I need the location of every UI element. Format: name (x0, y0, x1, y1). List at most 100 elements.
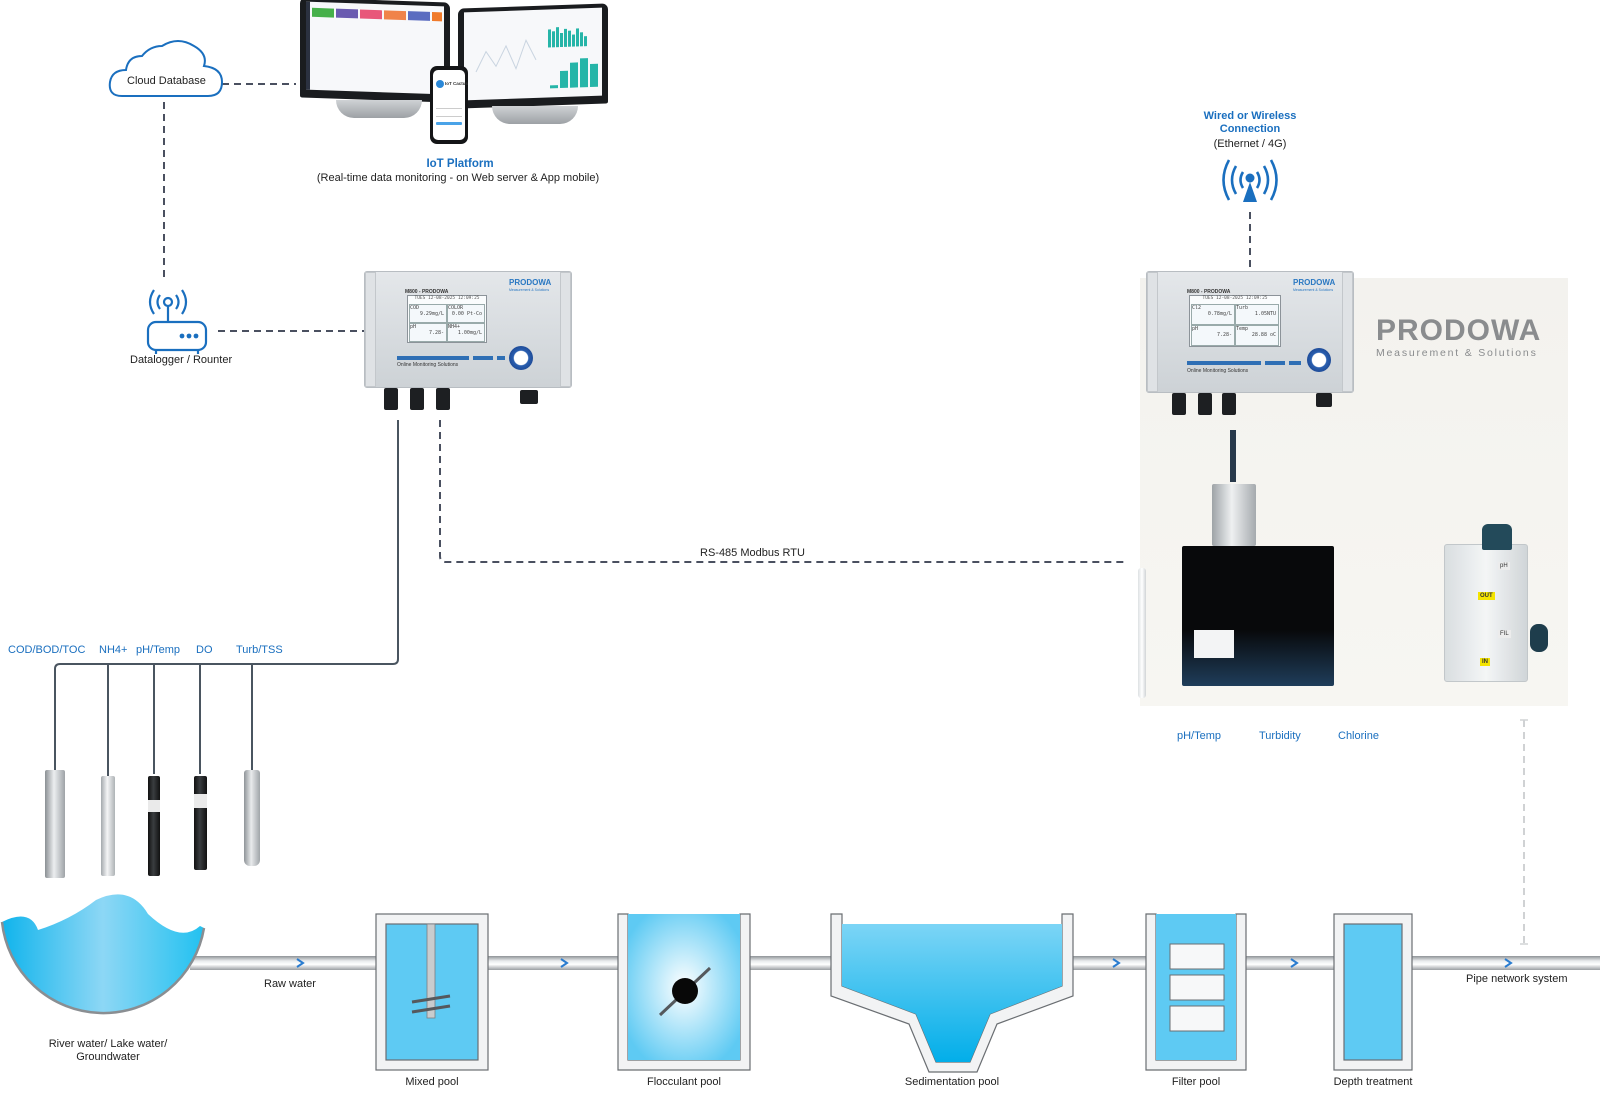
stage-label: Sedimentation pool (904, 1076, 1000, 1088)
inlet-tube (1138, 568, 1146, 698)
iot-platform-monitors: IoT Cactus (296, 0, 618, 145)
lcd-cell: pH 7.28- (409, 323, 447, 342)
phone-login-button (436, 122, 462, 125)
kpi-card (312, 7, 334, 18)
phone-app-name: IoT Cactus (445, 81, 469, 86)
controller-side-cap (1147, 272, 1158, 392)
sedimentation-pool-tank (830, 913, 1074, 1073)
probe-label: COD/BOD/TOC (8, 644, 86, 656)
kpi-card (432, 11, 442, 22)
probe-turb-tss (244, 770, 260, 866)
probe-cable-bus (54, 420, 399, 770)
app-logo-icon (436, 80, 444, 88)
lcd-cell-name: pH (1192, 326, 1199, 332)
flow-arrow-icon (276, 958, 305, 968)
rs485-line (439, 420, 1128, 563)
lcd-cell-name: COLOR (448, 305, 464, 311)
lcd-cell-value: 0.00 Pt-Co (451, 311, 482, 317)
controller-brand: PRODOWA (509, 278, 552, 287)
wireless-subtitle: (Ethernet / 4G) (1213, 138, 1287, 150)
lcd-datetime: TUES 12-08-2025 12:09:25 (414, 296, 480, 301)
upload-arrow-icon (424, 195, 494, 261)
router-led (179, 333, 185, 339)
lcd-cell: Turb 1.05NTU (1235, 304, 1279, 325)
decor-bar (1289, 361, 1301, 365)
lcd-cell-name: NH4+ (448, 324, 461, 330)
lake-rim (0, 921, 206, 1015)
lcd-datetime: TUES 12-08-2025 12:09:25 (1202, 296, 1268, 301)
controller-right: M800 - PRODOWA PRODOWA Measurement & Sol… (1146, 271, 1354, 393)
wireless-title: Wired or Wireless Connection (1180, 110, 1320, 136)
lcd-cell-name: Temp (1236, 326, 1249, 332)
router-led (186, 333, 192, 339)
probe-label-tag (194, 794, 207, 808)
iot-platform-title: IoT Platform (426, 158, 494, 170)
controller-side-cap (1342, 272, 1353, 392)
decor-bar (1187, 361, 1261, 365)
controller-side-cap (560, 272, 571, 387)
monitor-stand (492, 106, 578, 124)
iot-platform-subtitle: (Real-time data monitoring - on Web serv… (316, 172, 600, 184)
power-connector (1316, 393, 1332, 407)
probe-do (194, 776, 207, 870)
wireless-tower-icon (1222, 159, 1278, 202)
phone-password-field (436, 112, 462, 117)
probe-label: pH/Temp (136, 644, 181, 656)
monitor-stand (336, 100, 422, 118)
decor-bar (1265, 361, 1285, 365)
controller-knob[interactable] (1307, 348, 1331, 372)
power-connector (520, 390, 538, 404)
flow-arrow-icon (540, 958, 569, 968)
controller-slogan: Online Monitoring Solutions (1187, 368, 1249, 374)
wireless-title-line1: Wired or Wireless (1203, 110, 1297, 122)
pipe-segment (750, 956, 832, 970)
panel-sensor-label: Chlorine (1338, 730, 1379, 742)
lcd-cell-name: pH (410, 324, 417, 330)
mixed-pool-tank (375, 913, 489, 1071)
lcd-cell-value: 1.00mg/L (457, 330, 482, 336)
probe-label: Turb/TSS (236, 644, 283, 656)
controller-knob[interactable] (509, 346, 533, 370)
flocculant-pool-tank (617, 913, 751, 1071)
wireless-title-line2: Connection (1219, 123, 1281, 135)
ph-sensor (1530, 624, 1548, 652)
lcd-cell-name: COD (410, 305, 420, 311)
flowcell-tag-fil: FIL (1498, 630, 1511, 638)
lcd-cell-value: 7.28- (1216, 332, 1232, 338)
stage-label: Depth treatment (1333, 1076, 1413, 1088)
sensor-connector (410, 388, 424, 410)
lcd-cell-value: 1.05NTU (1254, 311, 1276, 317)
probe-label: NH4+ (99, 644, 128, 656)
lcd-cell-value: 7.28- (428, 330, 444, 336)
sensor-cable (1230, 430, 1236, 482)
sensor-connector (1222, 393, 1236, 415)
datalogger-label: Datalogger / Rounter (130, 354, 233, 366)
decor-bar (397, 356, 469, 360)
source-label-line1: River water/ Lake water/ (48, 1038, 168, 1050)
router-icon (146, 289, 208, 354)
turbidity-sensor-head (1212, 484, 1256, 546)
flow-arrow-icon (1484, 958, 1513, 968)
lcd-cell-name: Cl2 (1192, 305, 1202, 311)
flow-arrow-icon (1272, 958, 1299, 968)
chart-screen (464, 7, 602, 101)
stage-label: Mixed pool (405, 1076, 459, 1088)
phone-username-field (436, 104, 462, 109)
source-label-line2: Groundwater (76, 1051, 140, 1063)
sensor-connector (436, 388, 450, 410)
flow-arrow-icon (1094, 958, 1121, 968)
decor-bar (497, 356, 505, 360)
stage-label: Flocculant pool (647, 1076, 721, 1088)
lcd-cell: NH4+1.00mg/L (447, 323, 485, 342)
sensor-connector (1198, 393, 1212, 415)
stage-label: Filter pool (1171, 1076, 1221, 1088)
lcd-cell-name: Turb (1236, 305, 1249, 311)
panel-sensor-label: pH/Temp (1177, 730, 1222, 742)
source-label: River water/ Lake water/ Groundwater (18, 1038, 198, 1064)
kpi-card (408, 11, 430, 21)
lcd-cell: pH 7.28- (1191, 325, 1235, 346)
